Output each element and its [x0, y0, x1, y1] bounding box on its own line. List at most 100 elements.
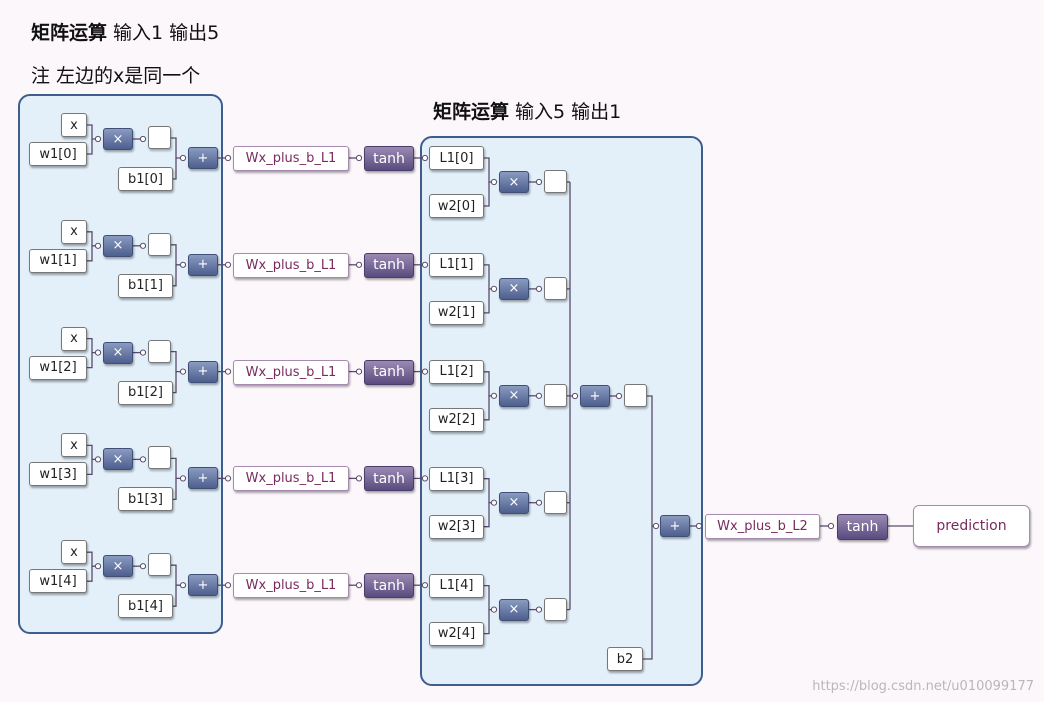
mul-result[interactable] — [148, 553, 171, 577]
port-dot — [535, 499, 543, 506]
bias-b1[interactable]: b1[4] — [118, 594, 173, 619]
input-x[interactable]: x — [61, 540, 87, 565]
add-op[interactable]: + — [188, 467, 218, 490]
weight-w1[interactable]: w1[4] — [29, 569, 87, 594]
wx-plus-b-l1[interactable]: Wx_plus_b_L1 — [233, 573, 349, 599]
tanh-l1[interactable]: tanh — [364, 146, 414, 171]
title-layer2: 矩阵运算 输入5 输出1 — [433, 97, 621, 124]
port-dot — [94, 563, 102, 570]
wire — [173, 158, 177, 180]
weight-w1[interactable]: w1[0] — [29, 142, 87, 166]
input-l1[interactable]: L1[3] — [429, 466, 484, 491]
title-layer2-rest: 输入5 输出1 — [509, 101, 622, 123]
wx-plus-b-l1[interactable]: Wx_plus_b_L1 — [233, 146, 349, 171]
wx-plus-b-l1[interactable]: Wx_plus_b_L1 — [233, 252, 349, 278]
mul-result[interactable] — [148, 126, 171, 149]
mul-result[interactable] — [544, 276, 567, 300]
mul-result[interactable] — [148, 446, 171, 470]
input-x[interactable]: x — [61, 433, 87, 458]
input-x[interactable]: x — [61, 113, 87, 137]
input-l1[interactable]: L1[1] — [429, 252, 484, 277]
wire — [484, 395, 490, 421]
multiply-op[interactable]: × — [499, 384, 529, 407]
port-dot — [535, 285, 543, 292]
wire — [484, 157, 494, 183]
wire — [484, 478, 494, 504]
add-op[interactable]: + — [188, 147, 218, 169]
watermark: https://blog.csdn.net/u010099177 — [812, 679, 1034, 694]
tanh-l1[interactable]: tanh — [364, 466, 414, 492]
port-dot — [571, 392, 579, 400]
wx-plus-b-l2[interactable]: Wx_plus_b_L2 — [705, 514, 820, 539]
multiply-op[interactable]: × — [103, 448, 133, 471]
port-dot — [94, 135, 102, 143]
input-l1[interactable]: L1[4] — [429, 573, 484, 598]
input-l1[interactable]: L1[2] — [429, 359, 484, 384]
prediction-output[interactable]: prediction — [913, 505, 1030, 547]
weight-w2[interactable]: w2[2] — [429, 407, 484, 432]
port-dot — [139, 135, 147, 143]
bias-add-op[interactable]: + — [660, 515, 690, 537]
bias-b1[interactable]: b1[2] — [118, 380, 173, 405]
tanh-l1[interactable]: tanh — [364, 252, 414, 278]
multiply-op[interactable]: × — [499, 491, 529, 514]
wire — [484, 502, 490, 528]
mul-result[interactable] — [544, 170, 567, 193]
wire — [484, 264, 494, 290]
weight-w1[interactable]: w1[2] — [29, 355, 87, 380]
weight-w2[interactable]: w2[0] — [429, 194, 484, 218]
multiply-op[interactable]: × — [103, 341, 133, 364]
port-dot — [421, 475, 429, 482]
bias-b1[interactable]: b1[3] — [118, 487, 173, 512]
port-dot — [139, 349, 147, 356]
port-dot — [615, 392, 623, 400]
mul-result[interactable] — [148, 339, 171, 363]
mul-result[interactable] — [544, 490, 567, 514]
multiply-op[interactable]: × — [103, 234, 133, 257]
title-layer1-bold: 矩阵运算 — [31, 22, 108, 44]
multiply-op[interactable]: × — [499, 277, 529, 300]
port-dot — [535, 392, 543, 399]
tanh-l2[interactable]: tanh — [837, 514, 888, 540]
mul-result[interactable] — [544, 597, 567, 621]
wire — [87, 245, 93, 262]
port-dot — [490, 606, 498, 613]
multiply-op[interactable]: × — [103, 128, 133, 150]
wx-plus-b-l1[interactable]: Wx_plus_b_L1 — [233, 359, 349, 385]
port-dot — [94, 456, 102, 463]
multiply-op[interactable]: × — [103, 555, 133, 578]
port-dot — [224, 475, 232, 482]
wx-plus-b-l1[interactable]: Wx_plus_b_L1 — [233, 466, 349, 492]
port-dot — [139, 563, 147, 570]
wire — [484, 288, 490, 314]
input-l1[interactable]: L1[0] — [429, 146, 484, 170]
weight-w2[interactable]: w2[1] — [429, 300, 484, 325]
mul-result[interactable] — [148, 232, 171, 256]
mul-result[interactable] — [544, 383, 567, 407]
weight-w2[interactable]: w2[3] — [429, 514, 484, 539]
tanh-l1[interactable]: tanh — [364, 359, 414, 385]
port-dot — [179, 368, 187, 375]
wire — [87, 459, 93, 476]
multiply-op[interactable]: × — [499, 171, 529, 193]
sum-op[interactable]: + — [580, 385, 610, 407]
input-x[interactable]: x — [61, 219, 87, 244]
multiply-op[interactable]: × — [499, 598, 529, 621]
tanh-l1[interactable]: tanh — [364, 573, 414, 599]
weight-w1[interactable]: w1[1] — [29, 248, 87, 273]
bias-b2[interactable]: b2 — [607, 647, 643, 671]
weight-w2[interactable]: w2[4] — [429, 621, 484, 646]
input-x[interactable]: x — [61, 326, 87, 351]
bias-b1[interactable]: b1[1] — [118, 273, 173, 298]
port-dot — [139, 456, 147, 463]
port-dot — [490, 499, 498, 506]
port-dot — [355, 154, 363, 162]
weight-w1[interactable]: w1[3] — [29, 462, 87, 487]
bias-b1[interactable]: b1[0] — [118, 167, 173, 191]
add-op[interactable]: + — [188, 574, 218, 597]
add-op[interactable]: + — [188, 253, 218, 276]
add-op[interactable]: + — [188, 360, 218, 383]
port-dot — [355, 475, 363, 482]
sum-result[interactable] — [624, 384, 647, 407]
